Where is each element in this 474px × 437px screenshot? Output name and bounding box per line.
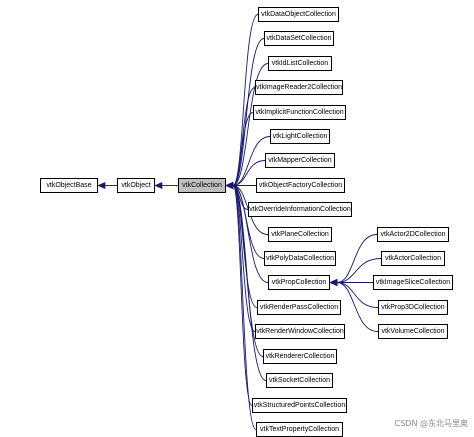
arrowhead-vtkcollection-to-vtkobject	[154, 182, 163, 189]
node-vtkstructuredpointscollection[interactable]: vtkStructuredPointsCollection	[252, 398, 347, 413]
node-vtkimagereader2collection[interactable]: vtkImageReader2Collection	[255, 80, 343, 95]
node-vtkpropcollection[interactable]: vtkPropCollection	[268, 275, 330, 290]
node-vtkdatasetcollection[interactable]: vtkDataSetCollection	[264, 31, 334, 46]
edge-vtkrenderwindowcollection-to-vtkcollection	[232, 185, 256, 332]
node-vtkrenderercollection[interactable]: vtkRendererCollection	[263, 349, 337, 364]
node-vtkobjectfactorycollection[interactable]: vtkObjectFactoryCollection	[256, 178, 345, 193]
edge-vtkvolumecollection-to-vtkpropcollection	[336, 282, 379, 332]
arrowhead-vtkvolumecollection-to-vtkpropcollection	[329, 279, 338, 286]
node-vtkoverrideinformationcollection[interactable]: vtkOverrideInformationCollection	[248, 202, 352, 217]
edge-vtkdataobjectcollection-to-vtkcollection	[232, 14, 259, 186]
edge-vtkpropcollection-to-vtkcollection	[232, 185, 269, 283]
edge-vtkimplicitfunctioncollection-to-vtkcollection	[232, 112, 254, 186]
node-vtktextpropertycollection[interactable]: vtkTextPropertyCollection	[256, 422, 343, 437]
node-vtkactorcollection[interactable]: vtkActorCollection	[381, 251, 445, 266]
edge-vtkactor2dcollection-to-vtkpropcollection	[336, 234, 378, 283]
node-vtklightcollection[interactable]: vtkLightCollection	[270, 129, 330, 144]
edge-vtkprop3dcollection-to-vtkpropcollection	[336, 282, 379, 308]
arrowhead-vtktextpropertycollection-to-vtkcollection	[225, 182, 234, 189]
node-vtkobjectbase[interactable]: vtkObjectBase	[40, 178, 98, 193]
node-vtkmappercollection[interactable]: vtkMapperCollection	[265, 153, 335, 168]
node-vtksocketcollection[interactable]: vtkSocketCollection	[266, 373, 333, 388]
edge-vtksocketcollection-to-vtkcollection	[232, 185, 267, 381]
node-vtkrenderpasscollection[interactable]: vtkRenderPassCollection	[257, 300, 341, 315]
node-vtkprop3dcollection[interactable]: vtkProp3DCollection	[378, 300, 448, 315]
arrowhead-vtkobject-to-vtkobjectbase	[97, 182, 106, 189]
edge-vtkactorcollection-to-vtkpropcollection	[336, 258, 382, 283]
node-vtkdataobjectcollection[interactable]: vtkDataObjectCollection	[258, 7, 339, 22]
edge-vtkidlistcollection-to-vtkcollection	[232, 63, 269, 186]
edge-vtkmappercollection-to-vtkcollection	[232, 160, 266, 186]
node-vtkimageslicecollection[interactable]: vtkImageSliceCollection	[373, 275, 453, 290]
edge-vtktextpropertycollection-to-vtkcollection	[232, 185, 257, 430]
node-vtkactor2dcollection[interactable]: vtkActor2DCollection	[377, 227, 449, 242]
node-vtkrenderwindowcollection[interactable]: vtkRenderWindowCollection	[255, 324, 345, 339]
node-vtkimplicitfunctioncollection[interactable]: vtkImplicitFunctionCollection	[253, 105, 346, 120]
node-vtkidlistcollection[interactable]: vtkIdListCollection	[268, 56, 332, 71]
watermark-text: CSDN @东北马里奥	[394, 419, 468, 428]
node-vtkcollection[interactable]: vtkCollection	[178, 178, 226, 193]
node-vtkpolydatacollection[interactable]: vtkPolyDataCollection	[264, 251, 336, 266]
node-vtkplanecollection[interactable]: vtkPlaneCollection	[268, 227, 332, 242]
node-vtkobject[interactable]: vtkObject	[117, 178, 155, 193]
node-vtkvolumecollection[interactable]: vtkVolumeCollection	[378, 324, 448, 339]
